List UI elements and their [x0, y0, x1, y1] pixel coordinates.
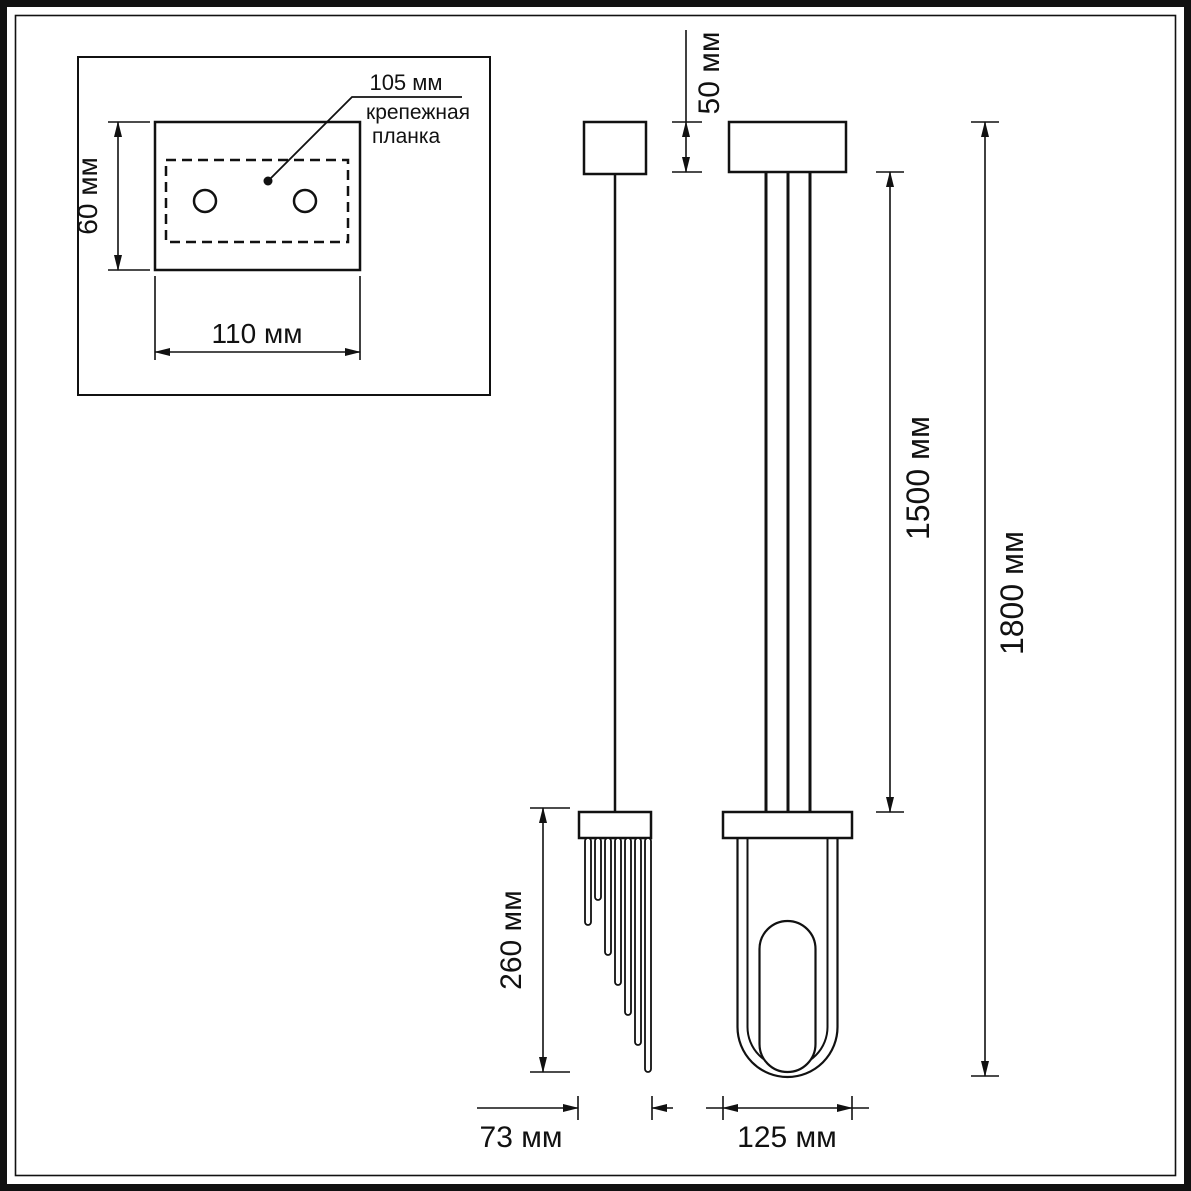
mounting-plate-detail: 105 мм крепежная планка 60 мм 110 мм [72, 56, 491, 396]
canopy-front-view [727, 120, 848, 174]
dim-label-105mm: 105 мм [369, 70, 442, 95]
dim-label-50mm: 50 мм [693, 32, 726, 115]
inner-frame [14, 14, 1177, 1177]
chime-tube [644, 837, 652, 1073]
chime-tube [624, 837, 632, 1016]
mounting-bracket-dashed-outline [164, 158, 350, 244]
dim-label-260mm: 260 мм [495, 890, 528, 990]
detail-box [77, 56, 491, 396]
callout-leader-line [267, 96, 462, 182]
dim-label-73mm: 73 мм [480, 1121, 563, 1154]
pendant-side-view: 260 мм 73 мм [477, 120, 673, 1154]
chime-tube [584, 837, 592, 926]
canopy-side-view [582, 120, 648, 176]
bracket-label-line1: крепежная [366, 101, 470, 124]
chime-tube [604, 837, 612, 956]
dim-label-110mm: 110 мм [212, 318, 303, 349]
bracket-label-line2: планка [372, 125, 441, 148]
mounting-hole-right [292, 188, 318, 214]
mounting-plate-outline [153, 120, 362, 272]
fixture-bar-side [577, 810, 653, 840]
chime-tube [614, 837, 622, 986]
dim-label-1500mm: 1500 мм [900, 416, 936, 540]
dim-label-1800mm: 1800 мм [994, 531, 1030, 655]
chime-tube [594, 837, 602, 901]
dim-label-125mm: 125 мм [737, 1121, 837, 1154]
fixture-bar-front [721, 810, 854, 840]
dim-label-60mm: 60 мм [72, 157, 103, 234]
loop-diffuser-capsule [758, 919, 817, 1074]
chime-tube [634, 837, 642, 1046]
pendant-front-view: 50 мм 1500 мм 1800 мм 125 мм [672, 30, 1030, 1154]
mounting-hole-left [192, 188, 218, 214]
loop-tube-outer [736, 838, 839, 1079]
